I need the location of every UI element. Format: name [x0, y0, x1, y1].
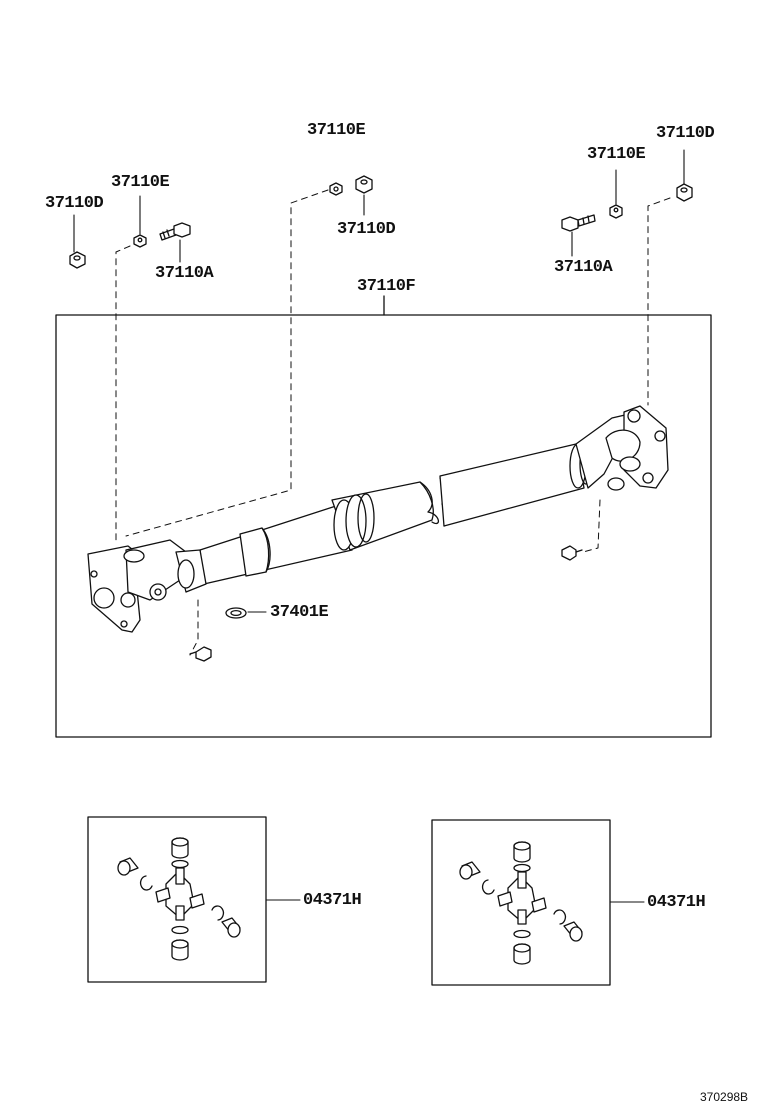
bolt-left-a: [159, 222, 191, 241]
label-spider-right: 04371H: [647, 893, 706, 912]
label-seal-e: 37401E: [270, 603, 329, 622]
label-right-e: 37110E: [587, 145, 646, 164]
rear-yoke: [575, 405, 669, 491]
nut-right-d: [676, 183, 693, 202]
label-right-a: 37110A: [554, 258, 613, 277]
seal-ring: [225, 607, 247, 619]
nut-top-mid-e: [329, 182, 343, 196]
front-yoke: [87, 539, 207, 633]
label-spider-left: 04371H: [303, 891, 362, 910]
nut-left-d: [69, 251, 86, 269]
spider-kit-left: [117, 837, 241, 961]
label-left-e: 37110E: [111, 173, 170, 192]
label-right-d: 37110D: [656, 124, 715, 143]
grease-fitting-front: [189, 646, 212, 662]
label-left-a: 37110A: [155, 264, 214, 283]
washer-right-e: [609, 204, 623, 219]
dashed-guides: [115, 189, 671, 656]
propeller-shaft: [199, 443, 593, 585]
grease-fitting-rear: [561, 545, 583, 561]
spider-kit-right: [459, 841, 583, 965]
label-assembly-f: 37110F: [357, 277, 416, 296]
bolt-right-a: [561, 214, 596, 232]
washer-left-e: [133, 234, 147, 248]
label-top-mid-d: 37110D: [337, 220, 396, 239]
label-left-d: 37110D: [45, 194, 104, 213]
nut-top-mid-d: [355, 175, 373, 194]
label-top-mid-e: 37110E: [307, 121, 366, 140]
diagram-reference: 370298B: [700, 1090, 749, 1104]
